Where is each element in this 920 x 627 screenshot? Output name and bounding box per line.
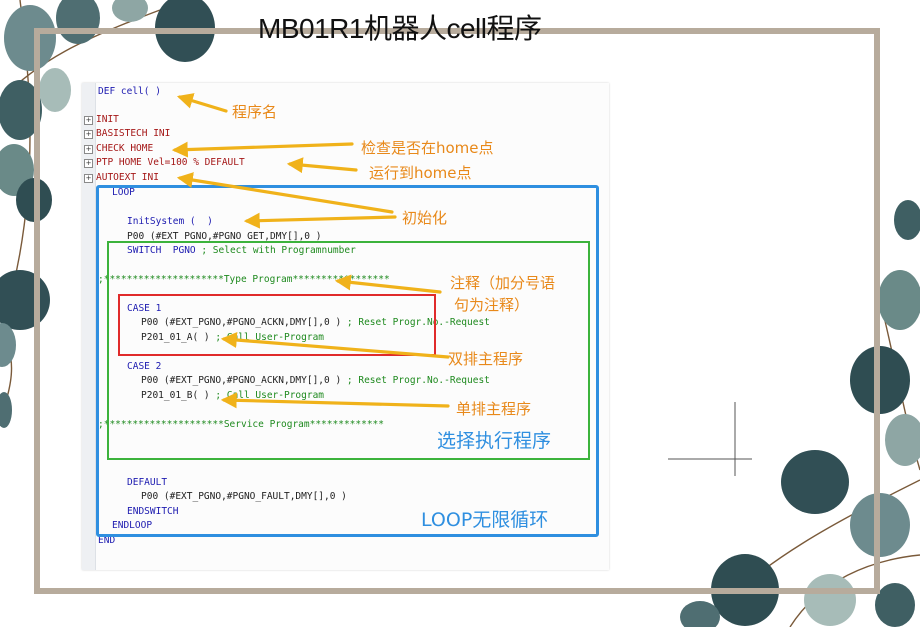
arrow-program-name [176,93,228,113]
switch-highlight-box [107,241,590,460]
editor-gutter [82,83,96,570]
code-line-p00-fault: P00 (#EXT_PGNO,#PGNO_FAULT,DMY[],0 ) [141,491,347,502]
annotation-select-program: 选择执行程序 [437,430,552,452]
slide-frame [34,28,880,594]
code-line-switch: SWITCH PGNO ; Select with Programnumber [127,245,356,256]
arrow-initsystem [243,212,397,229]
code-line-def: DEF cell( ) [98,86,161,97]
code-line-endswitch: ENDSWITCH [127,506,179,517]
code-line-loop: LOOP [112,187,135,198]
code-line-case-1: CASE 1 [127,303,162,314]
fold-plus-icon[interactable]: + [84,145,93,154]
code-listing: DEF cell( ) +INIT +BASISTECH INI +CHECK … [0,0,527,546]
code-line-initsystem: InitSystem ( ) [127,216,213,227]
annotation-double-main: 双排主程序 [448,350,524,368]
code-line-p00-ackn-2: P00 (#EXT_PGNO,#PGNO_ACKN,DMY[],0 ) ; Re… [141,375,490,386]
code-line-service-program-comment: ;*********************Service Program***… [98,419,384,430]
leaf-cluster-top-left [0,0,215,222]
code-line-p201-b: P201_01_B( ) ; Call User-Program [141,390,325,401]
code-line-case-2: CASE 2 [127,361,162,372]
annotation-single-main: 单排主程序 [456,400,532,418]
annotation-check-home: 检查是否在home点 [361,139,494,157]
fold-plus-icon[interactable]: + [84,130,93,139]
slide-title: MB01R1机器人cell程序 [258,13,542,44]
annotation-loop-infinite: LOOP无限循环 [421,509,549,531]
crosshair-line-decoration [668,402,752,476]
annotation-run-to-home: 运行到home点 [369,164,472,182]
fold-plus-icon[interactable]: + [84,116,93,125]
code-line-default: DEFAULT [127,477,168,488]
code-editor-panel [82,83,609,570]
annotation-comment-line-1: 注释（加分号语 [450,274,556,292]
code-line-endloop: ENDLOOP [112,520,153,531]
leaf-cluster-right [850,200,920,466]
annotation-initialize: 初始化 [402,209,448,227]
arrow-check-home [171,141,354,158]
leaf-cluster-bottom-right [680,450,915,627]
code-line-end: END [98,535,116,546]
code-line-type-program-comment: ;*********************Type Program******… [98,274,390,285]
fold-plus-icon[interactable]: + [84,174,93,183]
annotation-program-name: 程序名 [232,103,278,121]
arrow-autoext [176,172,394,214]
code-line-init: +INIT [84,114,119,125]
code-line-p00-get: P00 (#EXT_PGNO,#PGNO_GET,DMY[],0 ) [127,231,322,242]
code-line-check-home: +CHECK HOME [84,143,154,154]
code-line-p201-a: P201_01_A( ) ; Call User-Program [141,332,325,343]
fold-plus-icon[interactable]: + [84,159,93,168]
code-line-p00-ackn-1: P00 (#EXT_PGNO,#PGNO_ACKN,DMY[],0 ) ; Re… [141,317,490,328]
loop-highlight-box [96,185,599,537]
arrow-single-main [220,392,450,409]
arrow-comment [334,274,442,294]
code-line-basistech: +BASISTECH INI [84,128,171,139]
code-line-ptp-home: +PTP HOME Vel=100 % DEFAULT [84,157,245,168]
code-line-autoext: +AUTOEXT INI [84,172,159,183]
annotation-comment-line-2: 句为注释） [454,296,530,314]
arrow-run-home [286,157,358,174]
arrow-double-main [220,332,450,359]
case-1-highlight-box [118,294,436,356]
